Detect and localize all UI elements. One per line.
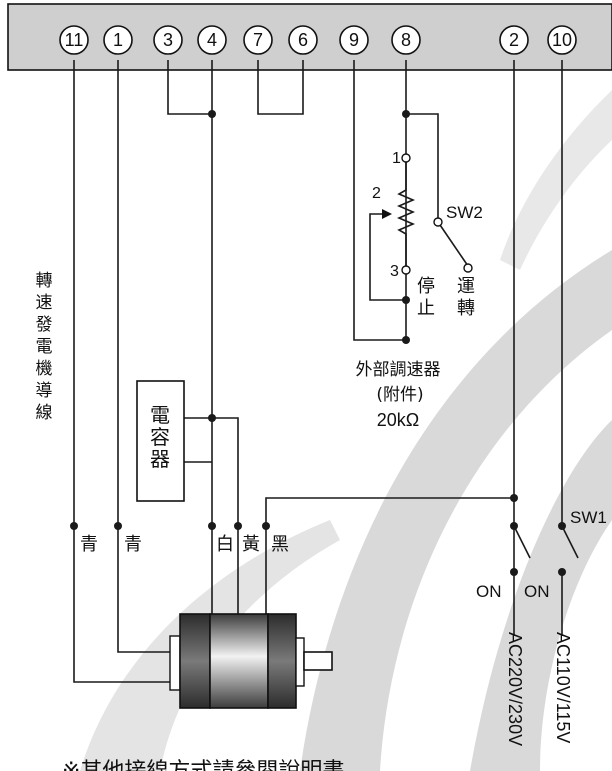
- terminal-number: 11: [65, 30, 84, 50]
- terminal-4: 4: [197, 25, 227, 55]
- terminal-3: 3: [153, 25, 183, 55]
- terminal-9: 9: [339, 25, 369, 55]
- stop-label: 停止: [417, 276, 435, 319]
- terminal-number: 8: [401, 30, 411, 50]
- pot-pin-1-label: 1: [392, 150, 401, 167]
- pot-and-switch-contacts: [401, 153, 473, 275]
- external-speed-controller-label: 外部調速器: [356, 360, 441, 380]
- sw1-label: SW1: [570, 508, 607, 527]
- text-labels: 轉速發電機導線 電容器 青 青 白 黃 黑 1 2 3 SW2 停止 運轉 外部…: [36, 150, 607, 771]
- ac110-label: AC110V/115V: [553, 632, 573, 743]
- wire-label-yellow: 黃: [242, 534, 260, 555]
- accessory-label: (附件): [376, 385, 423, 405]
- terminal-7: 7: [243, 25, 273, 55]
- terminal-number: 1: [113, 30, 123, 50]
- terminal-8: 8: [391, 25, 421, 55]
- wire-label-white: 白: [216, 534, 234, 555]
- terminal-number: 3: [163, 30, 173, 50]
- terminal-number: 2: [509, 30, 519, 50]
- tach-wire-label: 轉速發電機導線: [36, 271, 53, 423]
- wire-label-blue-1: 青: [80, 534, 98, 555]
- pot-pin-2-label: 2: [372, 185, 381, 202]
- terminal-2: 2: [499, 25, 529, 55]
- terminal-number: 6: [298, 30, 308, 50]
- terminal-number: 9: [349, 30, 359, 50]
- terminal-11: 11: [59, 25, 89, 55]
- terminal-1: 1: [103, 25, 133, 55]
- terminal-number: 4: [207, 30, 217, 50]
- capacitor: [136, 380, 185, 502]
- ac220-label: AC220V/230V: [505, 632, 525, 746]
- footnote: ※其他接線方式請參閱說明書。: [62, 759, 366, 771]
- on-label-1: ON: [476, 582, 502, 601]
- pot-pin-3-label: 3: [390, 263, 399, 280]
- run-label: 運轉: [457, 276, 475, 319]
- sw2-label: SW2: [446, 203, 483, 222]
- terminal-6: 6: [288, 25, 318, 55]
- wire-label-black: 黑: [271, 534, 289, 555]
- terminal-10: 10: [547, 25, 577, 55]
- capacitor-label: 電容器: [150, 403, 170, 471]
- junction-dots: [70, 110, 566, 576]
- terminal-number: 7: [253, 30, 263, 50]
- on-label-2: ON: [524, 582, 550, 601]
- resistance-label: 20kΩ: [377, 410, 419, 430]
- wire-label-blue-2: 青: [124, 534, 142, 555]
- motor: [169, 613, 333, 709]
- terminal-number: 10: [552, 30, 572, 50]
